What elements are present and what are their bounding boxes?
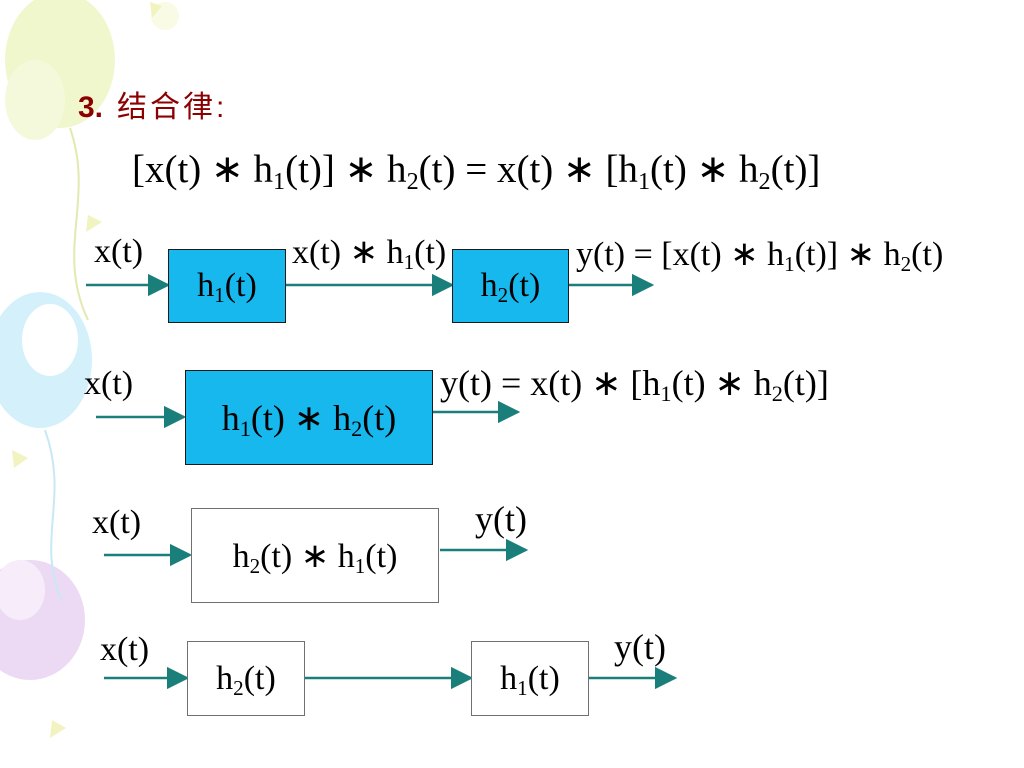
sparkle-shape [50,720,66,738]
formula-part: (t) [224,267,257,304]
balloon-shape [22,304,78,376]
row2-block-h1-conv-h2: h1(t) ∗ h2(t) [185,370,433,465]
formula-subscript: 2 [233,675,244,700]
eq-subscript: 2 [758,167,771,195]
formula-part: (t) [414,234,447,271]
row4-block-h1: h1(t) [471,641,589,716]
balloon-shape [5,60,65,140]
formula-subscript: 1 [239,415,251,441]
formula-part: h [232,537,250,575]
formula-part: h [216,659,234,697]
formula-subscript: 2 [771,381,783,407]
section-title: 结合律: [117,91,228,124]
row3-input-label: x(t) [92,504,142,541]
formula-part: (t) [527,659,560,697]
row3-output-label: y(t) [475,499,527,539]
formula-subscript: 1 [660,381,672,407]
formula-part: y(t) = [x(t) ∗ h [576,236,785,273]
eq-part: (t)] ∗ h [285,148,407,191]
formula-subscript: 1 [354,553,366,578]
sparkle-shape [150,2,162,18]
block-formula: h2(t) ∗ h1(t) [233,536,398,576]
associative-law-equation: [x(t) ∗ h1(t)] ∗ h2(t) = x(t) ∗ [h1(t) ∗… [132,145,820,195]
balloon-shape [0,560,45,620]
formula-part: x(t) ∗ h [292,234,404,271]
formula-part: (t) [911,236,944,273]
formula-part: h [480,267,498,304]
section-number: 3. [78,91,104,124]
formula-subscript: 2 [900,251,912,276]
eq-part: [x(t) ∗ h [132,148,273,191]
formula-part: y(t) = x(t) ∗ [h [440,363,661,403]
formula-part: (t) [508,267,541,304]
formula-part: (t)] [782,363,829,403]
row3-block-h2-conv-h1: h2(t) ∗ h1(t) [191,508,439,603]
formula-part: (t) ∗ h [260,537,355,575]
eq-subscript: 1 [272,167,286,195]
formula-subscript: 2 [249,553,261,578]
block-formula: h1(t) ∗ h2(t) [221,397,397,441]
row2-input-label: x(t) [84,365,134,402]
block-formula: h2(t) [481,267,541,305]
formula-part: (t) [243,659,276,697]
formula-subscript: 1 [403,249,415,274]
balloon-string [69,127,89,321]
sparkle-shape [86,215,102,232]
row1-intermediate-label: x(t) ∗ h1(t) [292,233,446,273]
row1-output-label: y(t) = [x(t) ∗ h1(t)] ∗ h2(t) [576,235,943,275]
formula-subscript: 1 [517,675,528,700]
eq-part: (t)] [770,148,821,191]
row4-block-h2: h2(t) [187,641,305,716]
sparkle-shape [12,450,28,468]
formula-subscript: 1 [784,251,795,276]
eq-part: (t) ∗ h [650,148,759,191]
row1-block-h1: h1(t) [168,249,286,323]
formula-part: h [221,397,240,438]
eq-part: (t) = x(t) ∗ [h [418,148,638,191]
balloon-string [44,429,63,601]
formula-part: (t)] ∗ h [794,236,901,273]
formula-part: (t) ∗ h [250,397,352,438]
formula-part: h [197,267,215,304]
block-formula: h1(t) [500,660,560,698]
row4-input-label: x(t) [100,631,150,668]
formula-subscript: 2 [351,415,363,441]
row1-input-label: x(t) [94,233,144,270]
row4-output-label: y(t) [614,627,666,667]
eq-subscript: 1 [637,167,651,195]
section-heading: 3. 结合律: [78,86,227,130]
row1-block-h2: h2(t) [452,249,569,323]
block-formula: h1(t) [197,267,257,305]
formula-subscript: 2 [497,282,509,307]
block-formula: h2(t) [216,660,276,698]
formula-part: (t) [362,397,397,438]
formula-part: (t) ∗ h [671,363,772,403]
row2-output-label: y(t) = x(t) ∗ [h1(t) ∗ h2(t)] [440,362,829,407]
formula-subscript: 1 [214,282,225,307]
formula-part: h [500,659,518,697]
eq-subscript: 2 [406,167,419,195]
formula-part: (t) [365,537,398,575]
